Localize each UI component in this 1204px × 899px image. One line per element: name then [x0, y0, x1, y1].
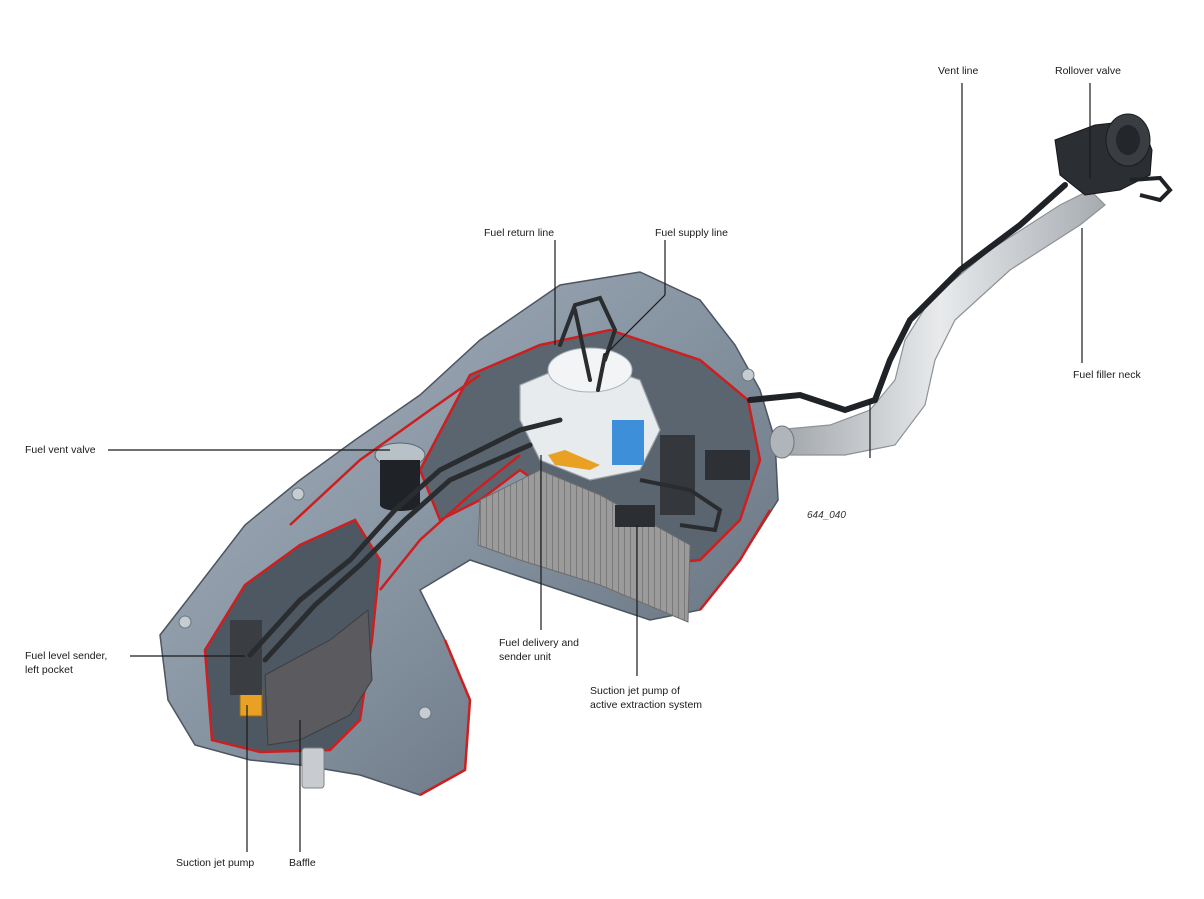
left-baffle	[264, 609, 373, 746]
label-fuel-return-line: Fuel return line	[484, 227, 555, 239]
label-fuel-delivery: Fuel delivery and sender unit	[499, 636, 579, 664]
vent-valve-body	[380, 460, 420, 505]
label-suction-active: Suction jet pump of active extraction sy…	[590, 684, 702, 712]
vent-line-hose	[747, 182, 1068, 414]
label-baffle: Baffle	[289, 857, 316, 869]
sender-orange-arm	[548, 450, 600, 470]
sender-blue-block	[612, 420, 644, 465]
label-fuel-level-sender: Fuel level sender, left pocket	[25, 649, 107, 677]
label-suction-active-line1: Suction jet pump of	[590, 685, 680, 697]
delivery-unit-flange	[547, 347, 633, 393]
filler-neck-outlet	[769, 425, 795, 459]
label-fuel-delivery-line1: Fuel delivery and	[499, 637, 579, 649]
label-fuel-level-sender-line2: left pocket	[25, 664, 73, 676]
leader-lines	[108, 83, 1091, 852]
label-suction-active-line2: active extraction system	[590, 699, 703, 711]
fuel-filler-neck	[773, 189, 1106, 456]
label-vent-line: Vent line	[938, 65, 979, 77]
label-fuel-level-sender-line1: Fuel level sender,	[25, 650, 108, 662]
cutaway-edge	[289, 373, 772, 797]
figure-id: 644_040	[807, 510, 846, 521]
label-fuel-delivery-line2: sender unit	[499, 651, 551, 663]
label-rollover-valve: Rollover valve	[1055, 65, 1121, 77]
label-fuel-vent-valve: Fuel vent valve	[25, 444, 96, 456]
label-fuel-supply-line: Fuel supply line	[655, 227, 728, 239]
label-suction-jet-pump: Suction jet pump	[176, 857, 255, 869]
label-fuel-filler-neck: Fuel filler neck	[1073, 369, 1141, 381]
fuel-level-sender-part	[230, 620, 262, 695]
baffle-clip	[301, 747, 325, 789]
internal-hoses	[247, 417, 563, 663]
return-supply-lines	[558, 295, 618, 392]
active-extraction-pump-part	[615, 505, 655, 527]
